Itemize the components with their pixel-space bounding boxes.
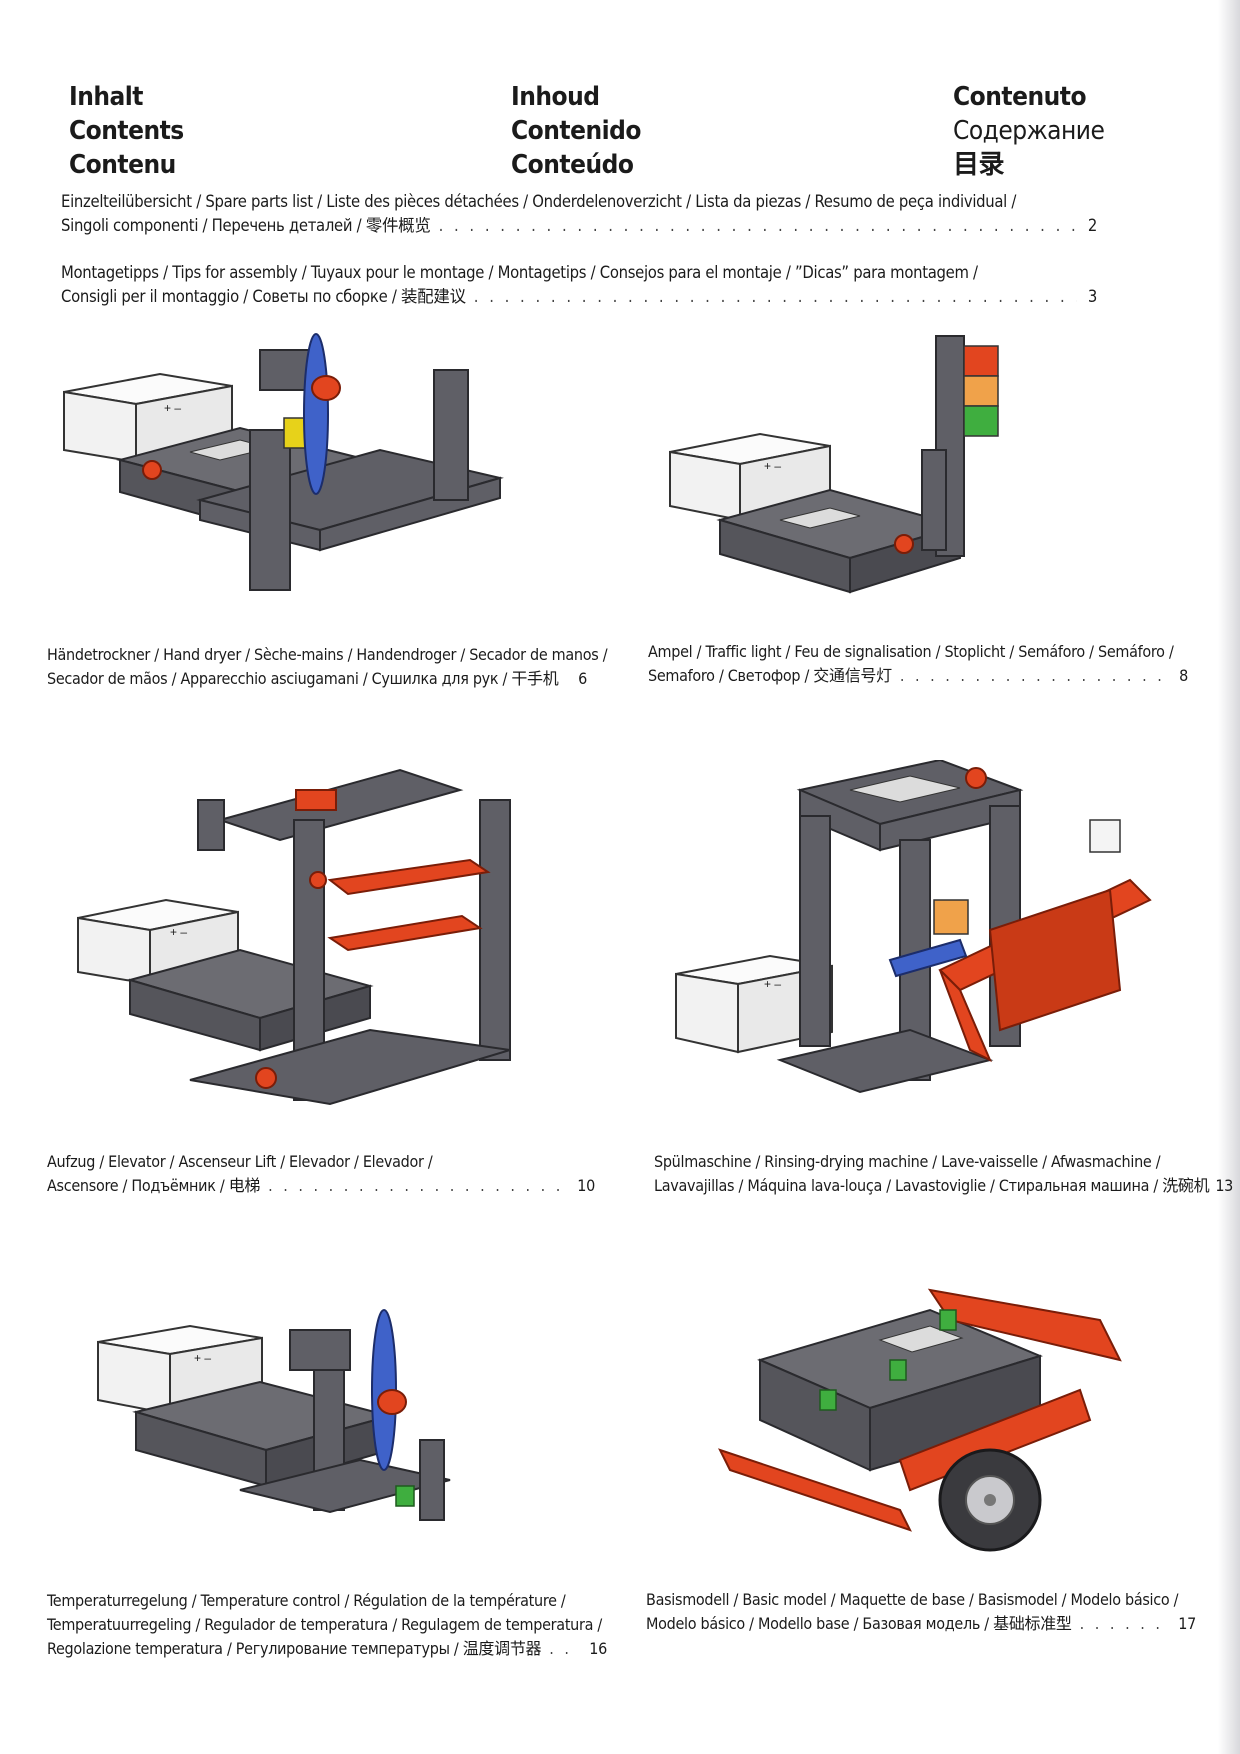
svg-text:+ –: + – (764, 977, 781, 991)
controller-display (849, 775, 961, 803)
svg-text:+ –: + – (764, 459, 781, 473)
caption-line: Temperatuurregeling / Regulador de tempe… (47, 1615, 602, 1634)
page-edge-shadow (1218, 0, 1240, 1754)
toc-entry-assembly-tips[interactable]: Montagetipps / Tips for assembly / Tuyau… (61, 261, 1097, 309)
white-sensor (1089, 819, 1121, 853)
temperature-control-illustration: + – (97, 1309, 451, 1521)
orange-connector (309, 871, 327, 889)
caption-line: Ascensore / Подъёмник / 电梯 (47, 1176, 261, 1195)
page-number: 3 (1087, 287, 1097, 306)
caption-dotrow: Ascensore / Подъёмник / 电梯 10 (47, 1174, 595, 1198)
toc-entry-line: Einzelteilübersicht / Spare parts list /… (61, 192, 1017, 211)
controller-body (757, 1308, 1043, 1472)
page-number: 6 (578, 669, 587, 688)
heading-conteudo: Conteúdo (511, 150, 634, 180)
page-number: 17 (1178, 1614, 1196, 1633)
dot-leader (439, 214, 1077, 238)
caption-line: Händetrockner / Hand dryer / Sèche-mains… (47, 645, 608, 664)
caption-dotrow: Regolazione temperatura / Регулирование … (47, 1637, 607, 1661)
model-entry-elevator[interactable]: Aufzug / Elevator / Ascenseur Lift / Ele… (47, 1150, 595, 1198)
heading-inhalt: Inhalt (69, 82, 143, 112)
caption-line: Ampel / Traffic light / Feu de signalisa… (648, 642, 1174, 661)
model-entry-temperature-control[interactable]: Temperaturregelung / Temperature control… (47, 1589, 607, 1661)
dot-leader (900, 664, 1168, 688)
green-light (963, 405, 999, 437)
caption-line: Spülmaschine / Rinsing-drying machine / … (654, 1152, 1161, 1171)
svg-text:+ –: + – (164, 401, 181, 415)
caption-line: Regolazione temperatura / Регулирование … (47, 1639, 542, 1658)
orange-connector (142, 460, 162, 480)
sensors (819, 1309, 957, 1411)
toc-entry-dotrow: Singoli componenti / Перечень деталей / … (61, 214, 1097, 238)
caption-dotrow: Lavavajillas / Máquina lava-louça / Lava… (654, 1174, 1233, 1198)
heading-inhoud: Inhoud (511, 82, 600, 112)
toc-entry-dotrow: Consigli per il montaggio / Советы по сб… (61, 285, 1097, 309)
traffic-light-illustration: + – (669, 335, 999, 594)
dishwasher-door (938, 878, 1152, 1063)
dot-leader (566, 667, 567, 691)
elevator-illustration: + – (77, 768, 511, 1106)
hand-dryer-illustration: + – (63, 333, 504, 591)
traffic-light-post (921, 335, 965, 557)
propeller-fan (371, 1309, 407, 1471)
green-sensor (395, 1485, 415, 1507)
caption-line: Secador de mãos / Apparecchio asciugaman… (47, 669, 559, 688)
frame-rails (239, 1329, 451, 1521)
wheel (938, 1448, 1042, 1552)
dishwasher-frame (776, 760, 1024, 1094)
orange-connector (965, 767, 987, 789)
elevator-platforms (295, 789, 491, 952)
svg-text:+ –: + – (170, 925, 187, 939)
heading-column-1: Inhalt Contents Contenu (69, 80, 184, 182)
caption-line: Temperaturregelung / Temperature control… (47, 1591, 566, 1610)
caption-dotrow: Semaforo / Светофор / 交通信号灯 8 (648, 664, 1188, 688)
dot-leader (549, 1637, 581, 1661)
heading-mulu: 目录 (953, 150, 1005, 180)
heading-column-2: Inhoud Contenido Conteúdo (511, 80, 641, 182)
caption-line: Semaforo / Светофор / 交通信号灯 (648, 666, 892, 685)
caption-dotrow: Modelo básico / Modello base / Базовая м… (646, 1612, 1196, 1636)
heading-contents: Contents (69, 116, 184, 146)
page-number: 16 (589, 1639, 607, 1658)
heading-soderzhanie: Содержание (953, 116, 1105, 146)
toc-entry-parts-list[interactable]: Einzelteilübersicht / Spare parts list /… (61, 190, 1097, 238)
heading-contenido: Contenido (511, 116, 641, 146)
page-number: 2 (1087, 216, 1097, 235)
caption-line: Basismodell / Basic model / Maquette de … (646, 1590, 1179, 1609)
caption-line: Modelo básico / Modello base / Базовая м… (646, 1614, 1072, 1633)
page-number: 10 (577, 1176, 595, 1195)
model-entry-traffic-light[interactable]: Ampel / Traffic light / Feu de signalisa… (648, 640, 1188, 688)
model-entry-dishwasher[interactable]: Spülmaschine / Rinsing-drying machine / … (654, 1150, 1233, 1198)
heading-contenuto: Contenuto (953, 82, 1087, 112)
blue-arm (888, 938, 968, 978)
toc-entry-line: Montagetipps / Tips for assembly / Tuyau… (61, 263, 978, 282)
heading-contenu: Contenu (69, 150, 176, 180)
dishwasher-illustration: + – (675, 760, 1152, 1094)
svg-text:+ –: + – (194, 1351, 211, 1365)
propeller-fan (303, 333, 341, 495)
caption-dotrow: Secador de mãos / Apparecchio asciugaman… (47, 667, 587, 691)
heading-column-3: Contenuto Содержание 目录 (953, 80, 1105, 182)
model-entry-basic-model[interactable]: Basismodell / Basic model / Maquette de … (646, 1588, 1196, 1636)
orange-connector (255, 1067, 277, 1089)
yellow-sensor (283, 417, 307, 449)
amber-light (963, 375, 999, 407)
toc-entry-line: Singoli componenti / Перечень деталей / … (61, 216, 431, 235)
caption-line: Lavavajillas / Máquina lava-louça / Lava… (654, 1176, 1210, 1195)
dot-leader (268, 1174, 569, 1198)
red-light (963, 345, 999, 377)
dot-leader (1080, 1612, 1171, 1636)
page-number: 13 (1215, 1176, 1234, 1195)
basic-model-illustration (718, 1288, 1122, 1552)
model-entry-hand-dryer[interactable]: Händetrockner / Hand dryer / Sèche-mains… (47, 643, 608, 691)
toc-entry-line: Consigli per il montaggio / Советы по сб… (61, 287, 466, 306)
orange-connector (894, 534, 914, 554)
dot-leader (474, 285, 1077, 309)
amber-light (933, 899, 969, 935)
caption-line: Aufzug / Elevator / Ascenseur Lift / Ele… (47, 1152, 433, 1171)
frame-rails (196, 349, 504, 591)
bumper-frame (718, 1288, 1122, 1532)
page-number: 8 (1179, 666, 1188, 685)
